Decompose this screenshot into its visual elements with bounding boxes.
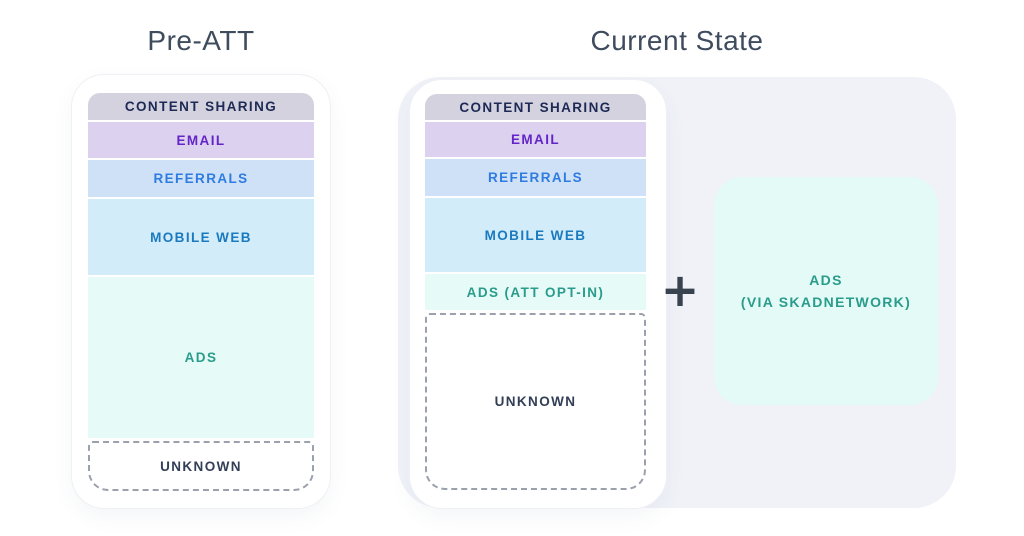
segment-unknown: UNKNOWN <box>425 313 646 490</box>
segment-referrals: REFERRALS <box>425 159 646 196</box>
skadnetwork-ads-box: ADS (VIA SKADNETWORK) <box>714 177 938 405</box>
pre-att-phone: CONTENT SHARING EMAIL REFERRALS MOBILE W… <box>72 75 330 508</box>
current-state-phone: CONTENT SHARING EMAIL REFERRALS MOBILE W… <box>410 80 666 508</box>
segment-ads: ADS <box>88 277 314 438</box>
skadnetwork-ads-line2: (VIA SKADNETWORK) <box>740 294 912 310</box>
pre-att-title: Pre-ATT <box>147 25 255 56</box>
segment-mobile-web: MOBILE WEB <box>88 199 314 275</box>
segment-unknown: UNKNOWN <box>88 441 314 491</box>
segment-ads-att-opt-in: ADS (ATT OPT-IN) <box>425 274 646 310</box>
segment-email: EMAIL <box>425 122 646 157</box>
segment-referrals: REFERRALS <box>88 160 314 197</box>
segment-content-sharing: CONTENT SHARING <box>88 93 314 120</box>
skadnetwork-ads-line1: ADS <box>809 272 843 288</box>
current-state-title: Current State <box>590 25 764 56</box>
segment-content-sharing: CONTENT SHARING <box>425 94 646 120</box>
plus-icon: + <box>660 263 700 317</box>
segment-email: EMAIL <box>88 122 314 158</box>
segment-mobile-web: MOBILE WEB <box>425 198 646 272</box>
